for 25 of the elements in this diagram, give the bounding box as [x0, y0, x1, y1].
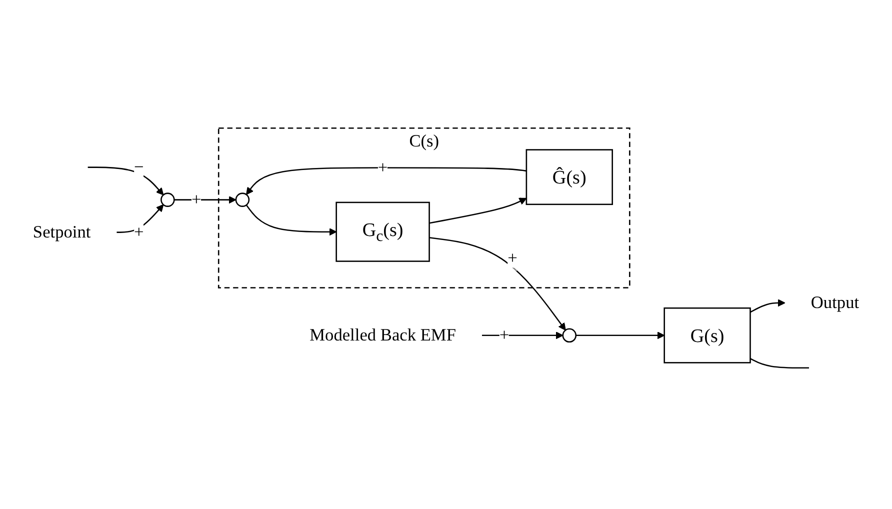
node-circle [562, 328, 577, 343]
edge-label: + [134, 222, 144, 242]
edge-label: + [192, 190, 202, 210]
node-text: Modelled Back EMF [310, 326, 456, 345]
arrow [482, 332, 564, 340]
arrow [429, 198, 527, 224]
arrow [116, 204, 164, 233]
arrow [429, 237, 566, 330]
connector [750, 358, 809, 369]
arrow [246, 167, 527, 195]
node-box: Ĝ(s) [526, 149, 613, 206]
edge-label: + [378, 158, 388, 178]
edge-label: + [499, 326, 510, 345]
arrow [246, 204, 337, 236]
edge-label: − [134, 158, 144, 177]
node-box: G(s) [664, 307, 751, 364]
arrow [750, 299, 786, 313]
node-text: Output [810, 293, 860, 312]
arrow [88, 166, 164, 196]
node-box: G$_{c}$(s) [336, 202, 430, 262]
node-circle [235, 192, 250, 207]
node-circle [160, 192, 175, 207]
edge-label: + [508, 248, 518, 268]
arrow [576, 332, 665, 340]
node-text: Setpoint [32, 222, 91, 242]
